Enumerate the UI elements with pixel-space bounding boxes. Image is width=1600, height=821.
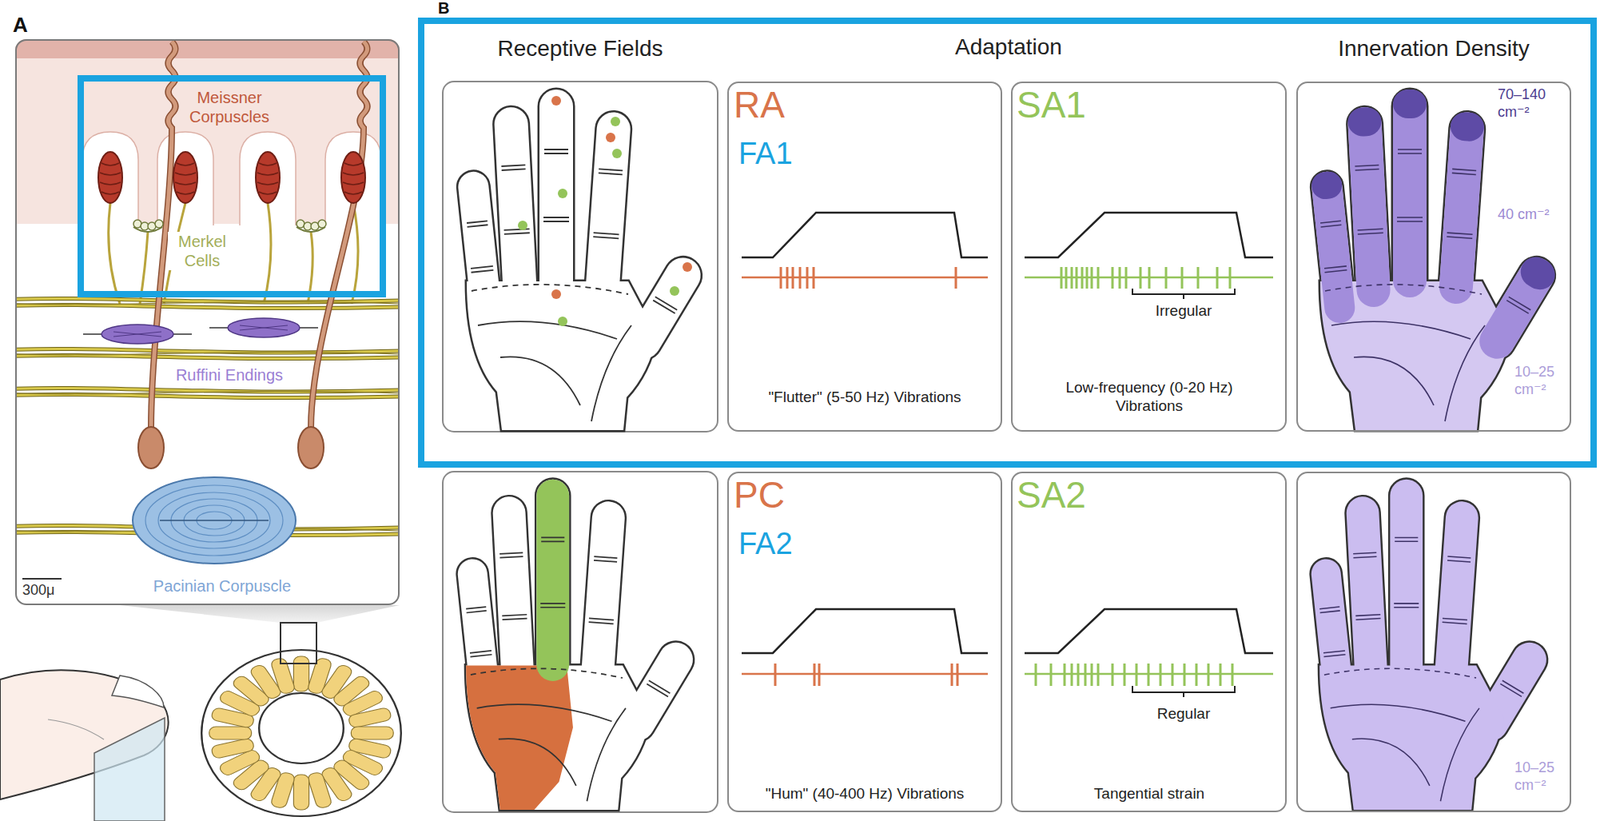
highlight-box: Meissner CorpusclesMerkel Cells xyxy=(77,75,387,298)
density-value: 40 cm⁻² xyxy=(1497,206,1550,224)
panel-caption: Tangential strain xyxy=(1094,784,1205,804)
scale-label: 300μ xyxy=(22,581,55,600)
part-label: Merkel Cells xyxy=(167,231,237,271)
density-panel: 70–140 cm⁻² 40 cm⁻² 10–25 cm⁻² xyxy=(1296,81,1572,432)
afferent-name: RA xyxy=(733,83,785,128)
finger xyxy=(0,669,169,821)
panel-caption: Low-frequency (0-20 Hz) Vibrations xyxy=(1041,378,1258,416)
finger-cross-section xyxy=(201,649,402,816)
bracket-label: Regular xyxy=(1157,704,1211,724)
scale-bar xyxy=(22,577,62,580)
panel-letter: A xyxy=(12,14,28,36)
bracket-label: Irregular xyxy=(1155,302,1213,321)
panel-caption: "Hum" (40-400 Hz) Vibrations xyxy=(765,784,965,804)
skin-illustration xyxy=(15,39,400,605)
density-panel: 10–25 cm⁻² xyxy=(1296,471,1572,812)
part-label: Meissner Corpuscles xyxy=(179,87,280,127)
column-header: Innervation Density xyxy=(1337,35,1530,63)
afferent-alias: FA2 xyxy=(738,525,793,563)
panel-letter: B xyxy=(437,0,450,16)
density-value: 70–140 cm⁻² xyxy=(1497,86,1551,121)
afferent-panel: SA2RegularTangential strain xyxy=(1010,471,1287,812)
nerve-fibers xyxy=(108,202,359,304)
column-header: Adaptation xyxy=(955,33,1063,61)
density-value: 10–25 cm⁻² xyxy=(1514,363,1563,399)
afferent-alias: FA1 xyxy=(738,135,793,173)
part-label: Ruffini Endings xyxy=(173,365,286,385)
zoom-wedge xyxy=(119,604,400,623)
free-nerve xyxy=(151,41,368,429)
afferent-name: SA2 xyxy=(1016,473,1087,518)
afferent-name: SA1 xyxy=(1016,83,1087,128)
adaptation-traces xyxy=(741,212,1274,697)
afferent-panel: RA FA1 "Flutter" (5-50 Hz) Vibrations xyxy=(727,81,1003,432)
hand-receptive-fields xyxy=(456,479,700,810)
afferent-name: PC xyxy=(733,473,785,518)
panel-caption: "Flutter" (5-50 Hz) Vibrations xyxy=(768,388,961,407)
pacinian-corpuscle xyxy=(132,477,296,564)
panel-frame xyxy=(442,81,718,432)
highlight-box: Receptive Fields Adaptation Innervation De… xyxy=(417,17,1597,468)
density-value: 10–25 cm⁻² xyxy=(1514,759,1563,794)
column-header: Receptive Fields xyxy=(497,35,664,63)
part-label: Pacinian Corpuscle xyxy=(151,576,294,596)
panel-frame xyxy=(442,471,718,812)
illustration-panel: Ruffini EndingsPacinian Corpuscle 300μ Mei… xyxy=(15,39,400,605)
zoom-square xyxy=(280,622,317,664)
hand-receptive-fields xyxy=(456,89,707,430)
afferent-panel: SA1IrregularLow-frequency (0-20 Hz) Vibr… xyxy=(1010,81,1287,432)
afferent-panel: PC FA2 "Hum" (40-400 Hz) Vibrations xyxy=(727,471,1003,812)
